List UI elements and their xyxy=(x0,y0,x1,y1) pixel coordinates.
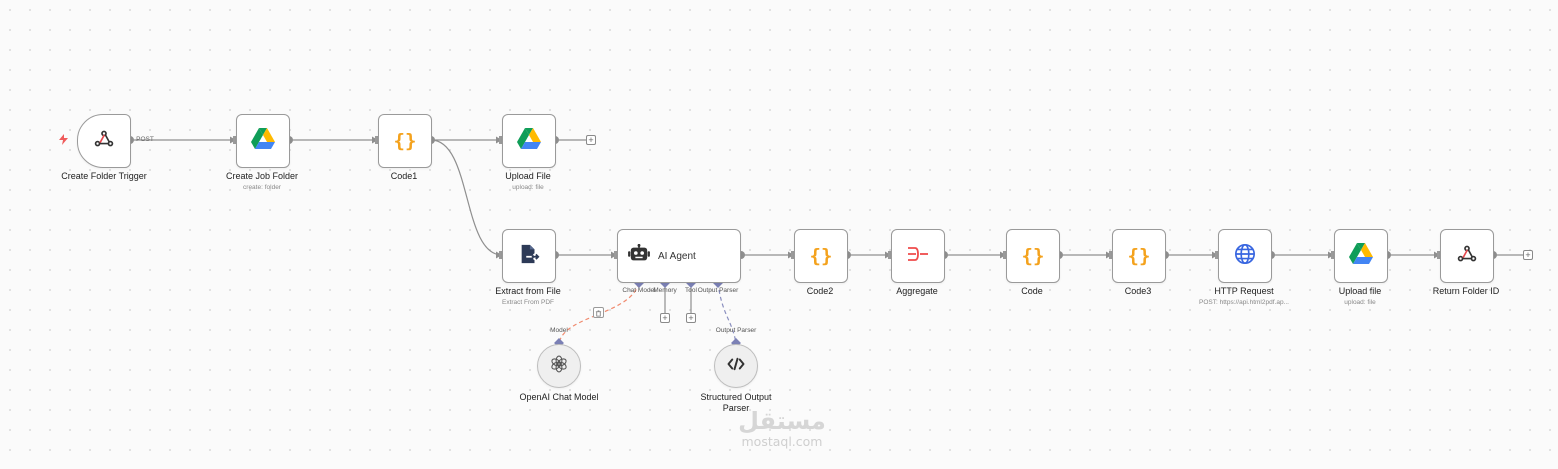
input-port xyxy=(791,251,794,259)
node-extract-from-file[interactable] xyxy=(502,229,556,283)
input-port xyxy=(1437,251,1440,259)
node-structured-output-parser[interactable] xyxy=(714,344,758,388)
code-braces-icon: {} xyxy=(809,245,833,267)
add-memory-button[interactable]: + xyxy=(660,313,670,323)
input-port xyxy=(1215,251,1218,259)
add-node-button[interactable]: + xyxy=(1523,250,1533,260)
input-port xyxy=(233,136,236,144)
node-aggregate[interactable] xyxy=(891,229,945,283)
node-subtitle: upload: file xyxy=(512,184,544,191)
code-braces-icon: {} xyxy=(393,130,417,152)
google-drive-icon xyxy=(1349,243,1373,269)
node-label: Return Folder ID xyxy=(1432,286,1500,296)
aggregate-icon xyxy=(906,245,930,268)
node-label: Structured Output Parser xyxy=(700,392,772,413)
input-port xyxy=(375,136,378,144)
input-port xyxy=(1331,251,1334,259)
watermark: مستقل mostaql.com xyxy=(717,408,847,449)
trigger-method-label: POST xyxy=(136,136,154,143)
node-label: Code3 xyxy=(1124,286,1152,296)
input-port xyxy=(888,251,891,259)
node-openai-chat-model[interactable] xyxy=(537,344,581,388)
node-label: Create Folder Trigger xyxy=(61,171,147,181)
file-export-icon xyxy=(518,243,540,270)
node-subtitle: POST: https://api.html2pdf.ap... xyxy=(1199,299,1289,306)
input-port xyxy=(499,136,502,144)
memory-port-label: Memory xyxy=(653,287,677,294)
output-parser-input-label: Output Parser xyxy=(715,327,757,334)
edge-ai-agent-to-output-parser xyxy=(717,282,737,344)
node-label: Upload file xyxy=(1338,286,1382,296)
node-code1[interactable]: {} xyxy=(378,114,432,168)
edge-code1-to-extract-from-file xyxy=(430,139,503,256)
robot-icon xyxy=(628,243,650,269)
add-node-button[interactable]: + xyxy=(586,135,596,145)
code-tag-icon xyxy=(727,357,745,376)
code-braces-icon: {} xyxy=(1127,245,1151,267)
node-label: Upload File xyxy=(505,171,551,181)
node-code3[interactable]: {} xyxy=(1112,229,1166,283)
node-code2[interactable]: {} xyxy=(794,229,848,283)
node-label: Code xyxy=(1021,286,1043,296)
globe-icon xyxy=(1234,243,1256,270)
trigger-bolt-icon xyxy=(59,134,68,148)
webhook-icon xyxy=(93,128,115,155)
node-code[interactable]: {} xyxy=(1006,229,1060,283)
node-label: Aggregate xyxy=(896,286,938,296)
watermark-url: mostaql.com xyxy=(741,434,823,449)
openai-icon xyxy=(549,354,569,379)
code-braces-icon: {} xyxy=(1021,245,1045,267)
node-upload-file-bottom[interactable] xyxy=(1334,229,1388,283)
input-port xyxy=(614,251,617,259)
node-label: Create Job Folder xyxy=(225,171,299,181)
node-subtitle: upload: file xyxy=(1344,299,1376,306)
google-drive-icon xyxy=(517,128,541,154)
node-subtitle: create: folder xyxy=(243,184,281,191)
node-upload-file-top[interactable] xyxy=(502,114,556,168)
chat-model-port-label: Chat Model xyxy=(622,287,656,294)
trash-icon xyxy=(595,304,602,322)
node-label: Code2 xyxy=(806,286,834,296)
input-port xyxy=(1003,251,1006,259)
node-label: Extract from File xyxy=(495,286,561,296)
input-port xyxy=(1109,251,1112,259)
output-parser-port-label: Output Parser xyxy=(697,287,739,294)
node-label: Code1 xyxy=(390,171,418,181)
node-ai-agent[interactable]: AI Agent xyxy=(617,229,741,283)
delete-connection-button[interactable] xyxy=(593,307,604,318)
node-create-folder-trigger[interactable] xyxy=(77,114,131,168)
input-port xyxy=(499,251,502,259)
node-return-folder-id[interactable] xyxy=(1440,229,1494,283)
tool-port-label: Tool xyxy=(685,287,697,294)
node-label: OpenAI Chat Model xyxy=(519,392,599,402)
node-title: AI Agent xyxy=(658,250,696,262)
node-subtitle: Extract From PDF xyxy=(501,299,554,306)
edge-ai-agent-to-openai-model xyxy=(558,282,640,344)
google-drive-icon xyxy=(251,128,275,154)
node-create-job-folder[interactable] xyxy=(236,114,290,168)
webhook-icon xyxy=(1456,243,1478,270)
node-label: HTTP Request xyxy=(1214,286,1274,296)
node-http-request[interactable] xyxy=(1218,229,1272,283)
model-port-label: Model xyxy=(550,327,568,334)
add-tool-button[interactable]: + xyxy=(686,313,696,323)
watermark-logo: مستقل xyxy=(738,407,826,435)
